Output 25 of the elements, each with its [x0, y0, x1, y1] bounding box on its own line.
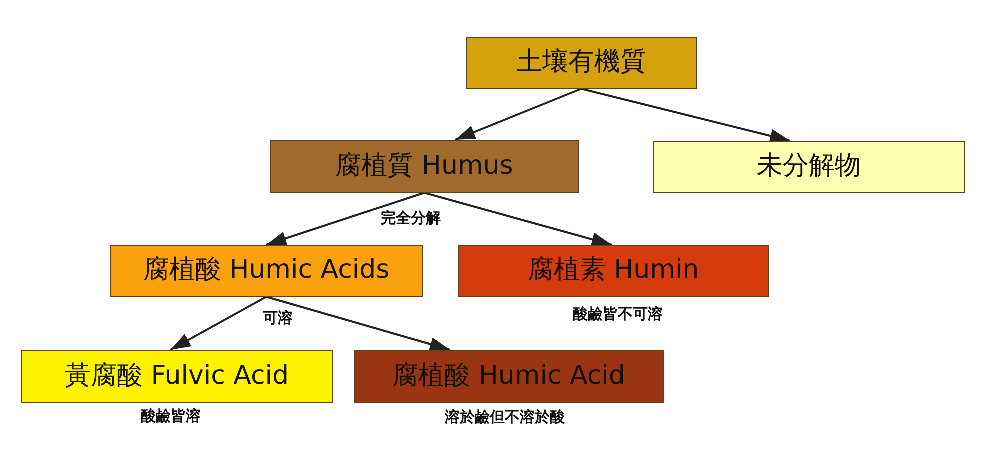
- box-label: 腐植質 Humus: [336, 150, 514, 182]
- annotation-text: 酸鹼皆溶: [141, 407, 201, 425]
- annotation-text: 完全分解: [381, 209, 441, 227]
- box-label: 腐植酸 Humic Acids: [143, 255, 390, 287]
- box-label: 未分解物: [757, 151, 861, 183]
- box-label: 腐植酸 Humic Acid: [392, 360, 626, 392]
- arrow: [266, 296, 450, 352]
- arrow: [581, 88, 791, 143]
- category-box: [653, 141, 965, 193]
- category-box: [354, 350, 664, 403]
- category-box: [458, 245, 769, 297]
- box-label: 黃腐酸 Fulvic Acid: [64, 360, 290, 392]
- box-label: 腐植素 Humin: [528, 255, 700, 287]
- annotation-text: 酸鹼皆不可溶: [573, 305, 663, 323]
- category-box: [466, 37, 697, 89]
- annotation-text: 溶於鹼但不溶於酸: [445, 408, 565, 426]
- arrow: [424, 192, 612, 246]
- category-box: [21, 350, 333, 403]
- box-label: 土壤有機質: [516, 47, 646, 79]
- annotation-text: 可溶: [263, 309, 293, 327]
- category-box: [270, 140, 579, 193]
- arrow: [455, 88, 582, 141]
- arrow: [170, 296, 267, 351]
- category-box: [110, 245, 423, 297]
- arrow: [266, 192, 425, 246]
